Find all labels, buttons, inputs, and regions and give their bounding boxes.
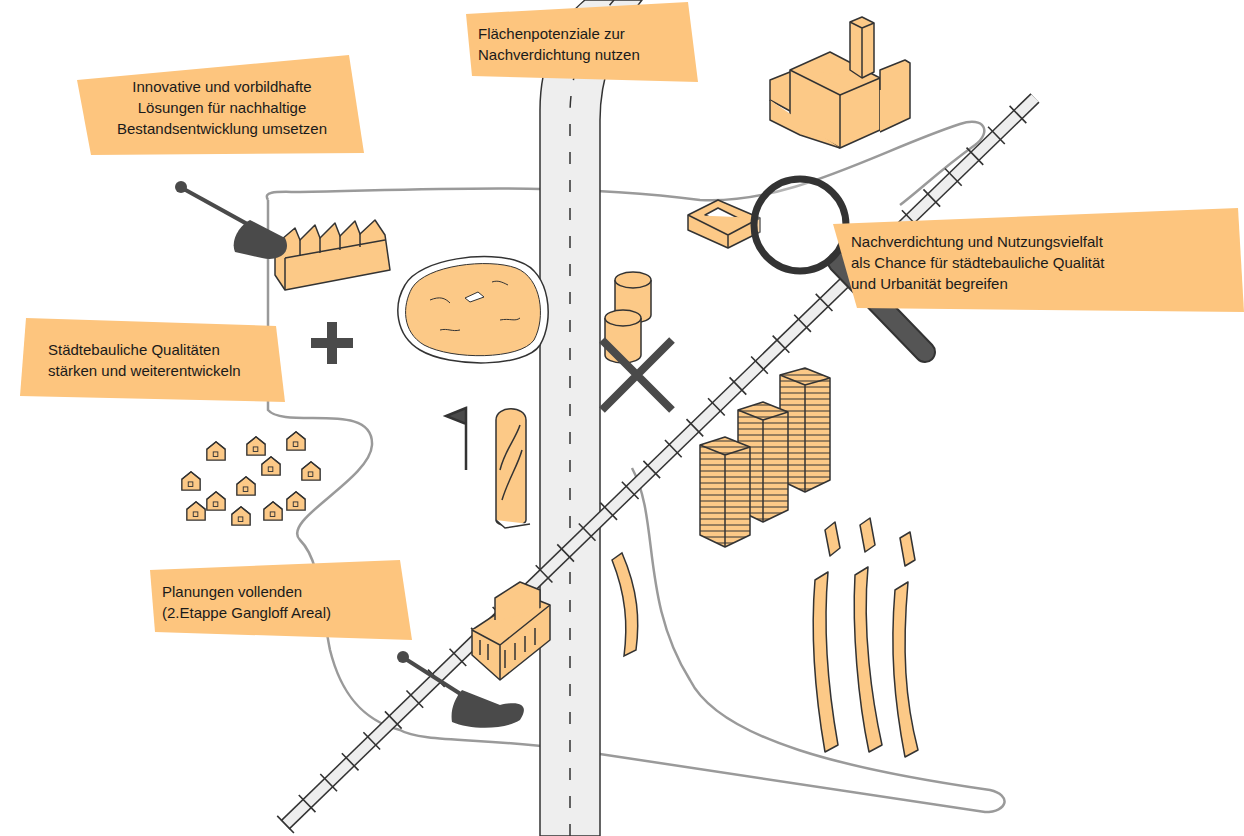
railway-ties <box>285 98 1035 825</box>
banner-fill <box>466 2 698 82</box>
stadium <box>398 257 548 363</box>
banner-text-box: Flächenpotenziale zur Nachverdichtung nu… <box>478 12 653 76</box>
banner-shape <box>150 560 412 642</box>
curved-building <box>612 553 638 656</box>
goal-banner: Innovative und vorbildhafte Lösungen für… <box>77 55 364 155</box>
goal-banner: Flächenpotenziale zur Nachverdichtung nu… <box>466 2 698 84</box>
sawtooth-hall <box>275 220 390 290</box>
cross-symbol <box>602 340 672 410</box>
goal-banner: Planungen vollenden (2.Etappe Gangloff A… <box>150 560 412 642</box>
railway-bed <box>285 98 1035 825</box>
house-cluster <box>182 432 320 525</box>
banner-text: Städtebauliche Qualitäten stärken und we… <box>48 339 253 381</box>
road <box>540 0 642 836</box>
plus-symbol <box>311 322 353 364</box>
flag-symbol <box>446 408 466 470</box>
banner-text-box: Nachverdichtung und Nutzungsvielfalt als… <box>851 222 1108 302</box>
banner-text-box: Planungen vollenden (2.Etappe Gangloff A… <box>162 570 342 634</box>
banner-text-box: Städtebauliche Qualitäten stärken und we… <box>48 328 253 392</box>
banner-shape <box>20 318 285 402</box>
railway <box>285 98 1035 825</box>
banner-text-box: Innovative und vorbildhafte Lösungen für… <box>111 69 333 145</box>
banner-text: Nachverdichtung und Nutzungsvielfalt als… <box>851 231 1108 294</box>
banner-fill <box>77 55 364 155</box>
goal-banner: Städtebauliche Qualitäten stärken und we… <box>20 318 285 402</box>
station-building <box>472 582 550 680</box>
banner-shape <box>466 2 698 84</box>
tower <box>496 409 530 528</box>
banner-text: Planungen vollenden (2.Etappe Gangloff A… <box>162 581 342 623</box>
banner-fill <box>833 208 1244 312</box>
banner-text: Flächenpotenziale zur Nachverdichtung nu… <box>478 23 653 65</box>
banner-fill <box>20 318 285 402</box>
shovel-symbol <box>175 181 287 259</box>
shovel-symbol <box>397 651 524 728</box>
banner-text: Innovative und vorbildhafte Lösungen für… <box>111 76 333 139</box>
banner-fill <box>150 560 412 640</box>
high-rise-blocks <box>700 368 830 547</box>
road-centerline <box>570 0 614 836</box>
factory <box>770 17 910 148</box>
courtyard-building <box>688 200 760 248</box>
row-buildings <box>813 518 918 757</box>
goal-banner: Nachverdichtung und Nutzungsvielfalt als… <box>833 208 1244 312</box>
